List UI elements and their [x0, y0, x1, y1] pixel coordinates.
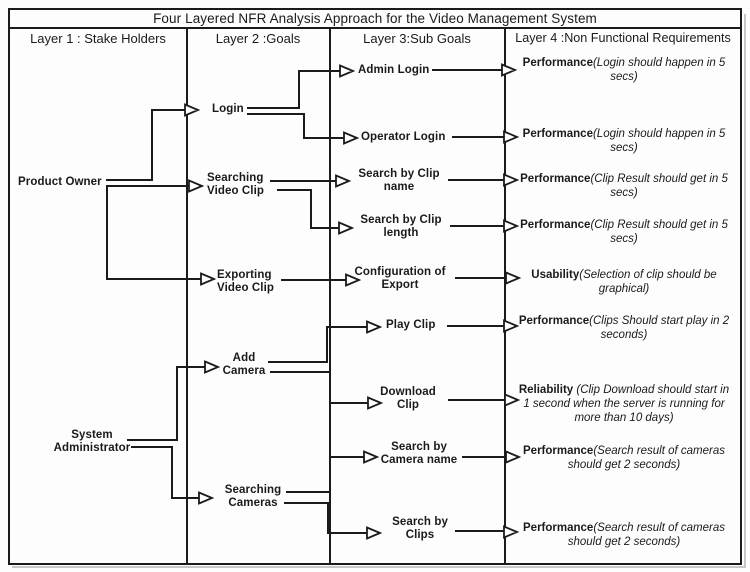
nfr-performance-search-clip-name: Performance(Clip Result should get in 5 … — [518, 172, 730, 200]
subgoal-search-by-camera-name: Search by Camera name — [380, 441, 458, 466]
column-divider-1 — [186, 28, 188, 564]
nfr-type: Performance — [522, 128, 593, 140]
nfr-detail: (Login should happen in 5 secs) — [592, 128, 726, 154]
nfr-reliability-download-clip: Reliability (Clip Download should start … — [518, 383, 730, 425]
subgoal-configuration-of-export: Configuration of Export — [354, 266, 446, 291]
goal-searching-video-clip: Searching Video Clip — [207, 172, 265, 197]
subgoal-admin-login: Admin Login — [358, 64, 430, 76]
goal-searching-cameras: Searching Cameras — [224, 484, 282, 509]
nfr-detail: (Selection of clip should be graphical) — [579, 269, 717, 295]
nfr-performance-search-clips: Performance(Search result of cameras sho… — [518, 521, 730, 549]
subgoal-search-by-clip-name: Search by Clip name — [358, 168, 440, 193]
subgoal-play-clip: Play Clip — [386, 319, 436, 331]
nfr-performance-operator-login: Performance(Login should happen in 5 sec… — [518, 127, 730, 155]
nfr-type: Performance — [518, 315, 590, 327]
nfr-detail: (Search result of cameras should get 2 s… — [567, 522, 725, 548]
subgoal-download-clip: Download Clip — [380, 386, 436, 411]
stakeholder-system-administrator: System Administrator — [53, 429, 131, 454]
nfr-type: Performance — [523, 522, 594, 534]
goal-add-camera: Add Camera — [222, 352, 266, 377]
nfr-detail: (Clip Result should get in 5 secs) — [590, 173, 728, 199]
nfr-type: Performance — [523, 445, 594, 457]
nfr-type: Performance — [520, 173, 591, 185]
nfr-detail: (Search result of cameras should get 2 s… — [567, 445, 725, 471]
nfr-detail: (Clips Should start play in 2 seconds) — [589, 315, 730, 341]
nfr-performance-search-camera-name: Performance(Search result of cameras sho… — [518, 444, 730, 472]
diagram-title: Four Layered NFR Analysis Approach for t… — [153, 11, 597, 26]
column-divider-3 — [504, 28, 506, 564]
stakeholder-product-owner: Product Owner — [18, 176, 102, 188]
outer-border — [8, 8, 742, 565]
column-header-layer4: Layer 4 :Non Functional Requirements — [515, 31, 731, 45]
nfr-detail: (Login should happen in 5 secs) — [592, 57, 726, 83]
scan-shadow-bottom — [12, 566, 746, 568]
column-header-layer1: Layer 1 : Stake Holders — [30, 31, 166, 46]
nfr-type: Reliability — [518, 384, 574, 396]
column-divider-2 — [329, 28, 331, 564]
nfr-detail: (Clip Result should get in 5 secs) — [590, 219, 728, 245]
title-separator — [8, 27, 742, 29]
column-header-layer2: Layer 2 :Goals — [215, 31, 301, 46]
nfr-performance-play-clip: Performance(Clips Should start play in 2… — [518, 314, 730, 342]
subgoal-search-by-clip-length: Search by Clip length — [360, 214, 442, 239]
nfr-type: Usability — [531, 269, 580, 281]
goal-login: Login — [212, 103, 244, 115]
nfr-type: Performance — [520, 219, 591, 231]
subgoal-search-by-clips: Search by Clips — [392, 516, 448, 541]
nfr-performance-search-clip-length: Performance(Clip Result should get in 5 … — [518, 218, 730, 246]
nfr-usability-configuration-export: Usability(Selection of clip should be gr… — [518, 268, 730, 296]
nfr-detail: (Clip Download should start in 1 second … — [523, 384, 730, 424]
nfr-type: Performance — [522, 57, 593, 69]
goal-exporting-video-clip: Exporting Video Clip — [217, 269, 275, 294]
subgoal-operator-login: Operator Login — [361, 131, 446, 143]
scan-shadow-right — [744, 14, 746, 566]
column-header-layer3: Layer 3:Sub Goals — [363, 31, 471, 46]
nfr-performance-admin-login: Performance(Login should happen in 5 sec… — [518, 56, 730, 84]
